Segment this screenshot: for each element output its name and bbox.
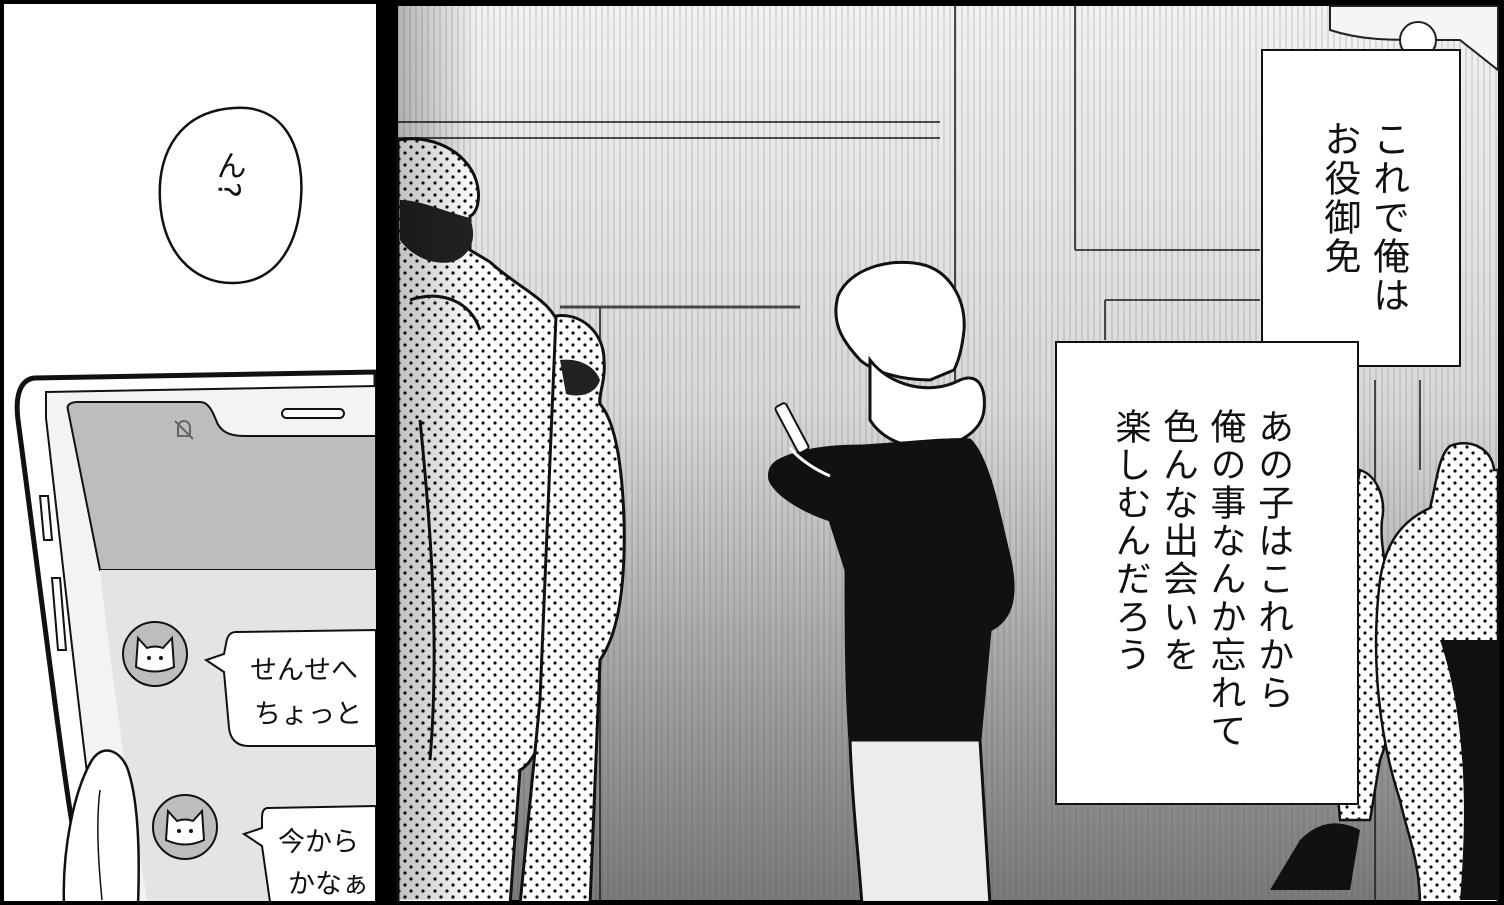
caption-bottom-text: あの子はこれから 俺の事なんか忘れて 色んな出会いを 楽しむんだろう [1109,408,1294,750]
figure-boy-with-phone [768,260,1015,905]
cat-avatar-icon [122,621,188,687]
chat-messages: せんせへ ちょっと 今から かなぁ [0,0,376,905]
chat-bubble [241,804,377,905]
left-panel [0,0,379,905]
speech-bubble-text: ん? [210,150,246,200]
caption-box-top [1261,49,1461,367]
figure-middle-background [518,314,626,905]
phone-illustration [14,369,379,905]
caption-top-text: これで俺は お役御免 [1317,120,1410,315]
cat-avatar-icon [152,794,218,860]
hand [62,749,140,905]
figure-right-background [1270,442,1500,905]
speech-bubble [158,106,303,285]
chat-message-2-line-2: かなぁ [288,869,369,900]
chat-bubble [203,628,377,747]
mute-bell-icon [174,419,194,440]
caption-box-bottom [1055,341,1359,805]
chat-message-2-line-1: 今から [278,827,359,858]
right-panel [396,5,1500,905]
chat-message-1-line-2: ちょっと [254,699,362,730]
chat-message-1-line-1: せんせへ [250,655,358,686]
